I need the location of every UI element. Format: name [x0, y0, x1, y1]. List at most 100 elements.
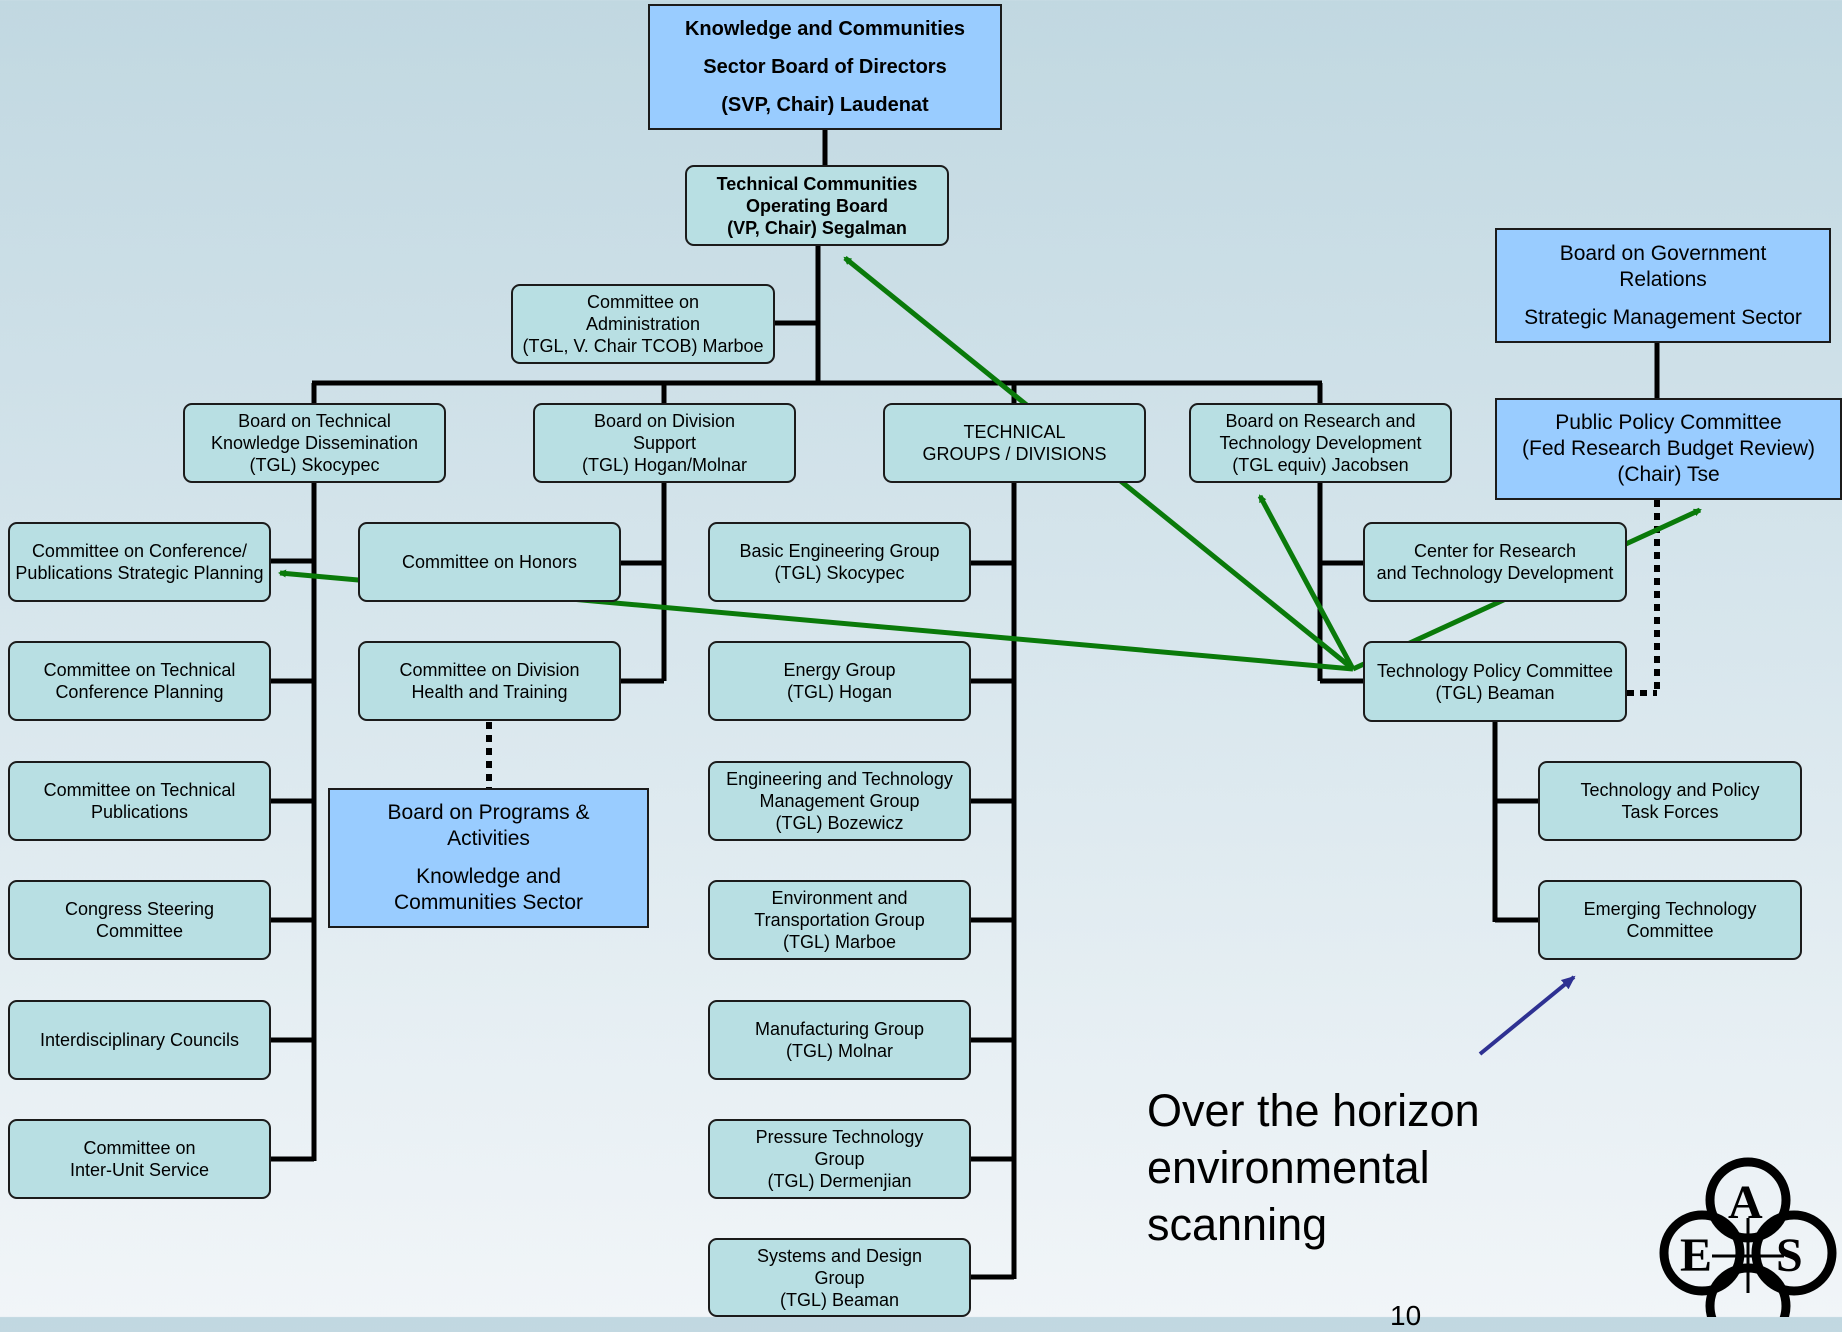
tkd-child-line1: Committee on Technical: [43, 660, 236, 680]
tkd-child-line2: Conference Planning: [55, 682, 224, 702]
board-research-technology-development: Board on Research and Technology Develop…: [1189, 403, 1452, 483]
board-government-relations: Board on Government Relations Strategic …: [1495, 228, 1831, 343]
board-support-line2: Support: [632, 433, 697, 453]
programs-line4: Communities Sector: [393, 891, 584, 914]
admin-line1: Committee on: [586, 292, 700, 312]
committee-division-health-training: Committee on Division Health and Trainin…: [358, 641, 621, 721]
interdisciplinary-councils: Interdisciplinary Councils: [8, 1000, 271, 1080]
manufacturing-group: Manufacturing Group (TGL) Molnar: [708, 1000, 971, 1080]
caption-line2: environmental: [1147, 1142, 1430, 1193]
gov-relations-line3: Strategic Management Sector: [1524, 305, 1802, 329]
page-number: 10: [1390, 1300, 1422, 1331]
caption-line1: Over the horizon: [1147, 1085, 1480, 1136]
task-forces-line1: Technology and Policy: [1580, 780, 1760, 800]
sector-board-chair: (SVP, Chair) Laudenat: [721, 94, 929, 116]
technology-policy-committee: Technology Policy Committee (TGL) Beaman: [1363, 641, 1627, 722]
congress-steering-committee: Congress Steering Committee: [8, 880, 271, 960]
operating-board-line1: Technical Communities: [716, 173, 918, 194]
group-line2: (TGL) Molnar: [785, 1041, 893, 1061]
pointer-arrow: [1478, 975, 1576, 1056]
group-line2: Management Group: [759, 791, 920, 811]
board-division-support: Board on Division Support (TGL) Hogan/Mo…: [533, 403, 796, 483]
tkd-child-line2: Publications Strategic Planning: [15, 563, 264, 583]
committee-on-honors: Committee on Honors: [358, 522, 621, 602]
committee-on-administration: Committee on Administration (TGL, V. Cha…: [511, 284, 775, 364]
committee-inter-unit-service: Committee on Inter-Unit Service: [8, 1119, 271, 1199]
board-rtd-line1: Board on Research and: [1225, 411, 1416, 431]
group-line1: Systems and Design: [756, 1245, 923, 1266]
group-line2: Transportation Group: [754, 910, 925, 930]
center-research-technology-development: Center for Research and Technology Devel…: [1363, 522, 1627, 602]
public-policy-line1: Public Policy Committee: [1555, 411, 1782, 434]
group-line2: Group: [814, 1267, 865, 1288]
pressure-technology-group: Pressure Technology Group (TGL) Dermenji…: [708, 1119, 971, 1199]
tech-policy-line1: Technology Policy Committee: [1376, 660, 1614, 681]
group-line1: Engineering and Technology: [726, 769, 953, 789]
group-line2: (TGL) Hogan: [786, 682, 893, 702]
center-rtd-line1: Center for Research: [1413, 541, 1577, 561]
committee-technical-publications: Committee on Technical Publications: [8, 761, 271, 841]
support-child-line1: Committee on Honors: [401, 552, 578, 572]
center-rtd-line2: and Technology Development: [1376, 563, 1614, 583]
board-rtd-line3: (TGL equiv) Jacobsen: [1232, 455, 1409, 475]
programs-line3: Knowledge and: [416, 865, 561, 888]
board-tkd-line1: Board on Technical: [238, 411, 391, 431]
group-line3: (TGL) Marboe: [782, 932, 897, 952]
technical-groups-line2: GROUPS / DIVISIONS: [922, 444, 1107, 464]
operating-board-line2: Operating Board: [745, 195, 888, 216]
public-policy-line3: (Chair) Tse: [1617, 463, 1720, 486]
asme-logo: A E S: [1659, 1157, 1837, 1317]
operating-board: Technical Communities Operating Board (V…: [685, 165, 949, 246]
tkd-child-line2: Inter-Unit Service: [69, 1160, 210, 1180]
emerging-tech-line2: Committee: [1626, 921, 1714, 941]
board-rtd-line2: Technology Development: [1219, 433, 1422, 453]
technical-groups-divisions: TECHNICAL GROUPS / DIVISIONS: [883, 403, 1146, 483]
tkd-child-line1: Committee on: [83, 1138, 196, 1158]
org-lines: [270, 130, 1660, 1280]
board-tkd-line2: Knowledge Dissemination: [210, 433, 419, 453]
gov-relations-line1: Board on Government: [1559, 241, 1767, 265]
task-forces-line2: Task Forces: [1621, 802, 1719, 822]
operating-board-line3: (VP, Chair) Segalman: [727, 217, 907, 238]
tech-policy-line2: (TGL) Beaman: [1435, 682, 1555, 703]
technical-groups-line1: TECHNICAL: [963, 422, 1066, 442]
support-child-line2: Health and Training: [411, 682, 568, 702]
board-tkd-line3: (TGL) Skocypec: [249, 455, 380, 475]
tkd-child-line1: Congress Steering: [64, 899, 215, 919]
board-support-line1: Board on Division: [593, 411, 736, 431]
group-line3: (TGL) Dermenjian: [767, 1171, 912, 1191]
group-line1: Manufacturing Group: [754, 1019, 925, 1039]
svg-text:A: A: [1728, 1176, 1763, 1229]
committee-conference-publications-planning: Committee on Conference/ Publications St…: [8, 522, 271, 602]
group-line3: (TGL) Bozewicz: [775, 813, 904, 833]
emerging-technology-committee: Emerging Technology Committee: [1538, 880, 1802, 960]
support-child-line1: Committee on Division: [399, 660, 580, 680]
group-line2: Group: [814, 1149, 865, 1169]
tkd-child-line1: Committee on Technical: [43, 780, 236, 800]
tkd-child-line1: Committee on Conference/: [31, 541, 248, 561]
programs-line2: Activities: [447, 827, 530, 850]
committee-technical-conference-planning: Committee on Technical Conference Planni…: [8, 641, 271, 721]
gov-relations-line2: Relations: [1619, 267, 1707, 291]
group-line1: Basic Engineering Group: [739, 541, 940, 561]
tkd-child-line2: Publications: [90, 802, 189, 822]
public-policy-line2: (Fed Research Budget Review): [1522, 437, 1815, 460]
group-line1: Pressure Technology: [755, 1127, 924, 1147]
group-line1: Environment and: [771, 888, 908, 908]
programs-line1: Board on Programs &: [387, 801, 590, 824]
technology-policy-task-forces: Technology and Policy Task Forces: [1538, 761, 1802, 841]
horizon-scanning-caption: Over the horizon environmental scanning: [1147, 1082, 1567, 1253]
board-technical-knowledge-dissemination: Board on Technical Knowledge Disseminati…: [183, 403, 446, 483]
admin-line2: Administration: [585, 314, 701, 334]
tkd-child-line2: Committee: [95, 921, 184, 941]
sector-board-subtitle: Sector Board of Directors: [703, 56, 947, 78]
basic-engineering-group: Basic Engineering Group (TGL) Skocypec: [708, 522, 971, 602]
svg-text:E: E: [1680, 1229, 1712, 1282]
sector-board-of-directors: Knowledge and Communities Sector Board o…: [648, 4, 1002, 130]
systems-design-group: Systems and Design Group (TGL) Beaman: [708, 1238, 971, 1317]
energy-group: Energy Group (TGL) Hogan: [708, 641, 971, 721]
emerging-tech-line1: Emerging Technology: [1583, 899, 1757, 919]
caption-line3: scanning: [1147, 1199, 1328, 1250]
board-support-line3: (TGL) Hogan/Molnar: [581, 455, 748, 475]
board-programs-activities: Board on Programs & Activities Knowledge…: [328, 788, 649, 928]
